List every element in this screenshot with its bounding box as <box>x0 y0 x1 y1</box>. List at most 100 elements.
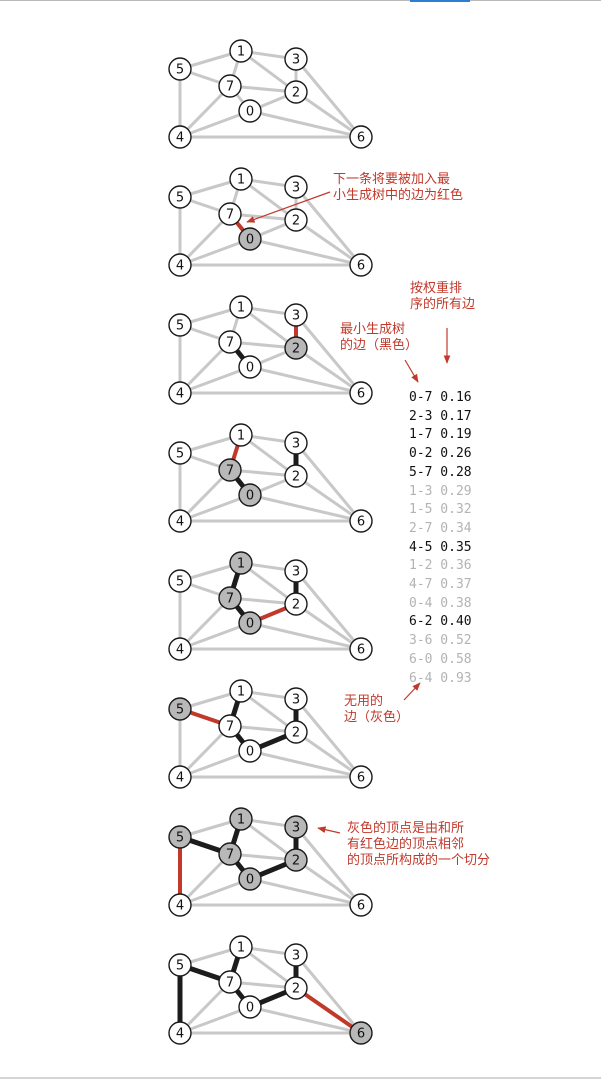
edge-4-7 <box>178 340 232 395</box>
vertex-label-2: 2 <box>292 86 300 101</box>
vertex-label-2: 2 <box>292 470 300 485</box>
edge-0-4 <box>179 621 251 651</box>
vertex-3 <box>284 559 308 583</box>
edge-4-7 <box>178 84 232 139</box>
sorted-edge-0-2: 0-2 0.26 <box>409 445 472 464</box>
edge-weight: 0.28 <box>432 464 472 480</box>
edge-weight: 0.93 <box>432 670 472 686</box>
vertex-label-1: 1 <box>237 685 245 700</box>
edge-pair: 4-7 <box>409 577 433 593</box>
vertex-label-0: 0 <box>246 105 254 120</box>
vertex-7 <box>218 202 242 226</box>
sorted-edge-6-0: 6-0 0.58 <box>409 651 472 670</box>
vertex-7 <box>218 74 242 98</box>
note-mst-edges: 最小生成树 的边（黑色） <box>340 322 418 354</box>
vertex-4 <box>168 125 192 149</box>
bottom-border <box>0 1077 601 1079</box>
vertex-5 <box>168 825 192 849</box>
note-sorted-line-2: 序的所有边 <box>410 297 476 312</box>
vertex-0 <box>238 611 262 635</box>
vertex-0 <box>238 99 262 123</box>
vertex-label-2: 2 <box>292 214 300 229</box>
sorted-edge-1-2: 1-2 0.36 <box>409 557 472 576</box>
sorted-edge-6-2: 6-2 0.40 <box>409 613 472 632</box>
edge-0-4 <box>179 1005 251 1035</box>
top-scroll-indicator <box>410 0 470 2</box>
edge-pair: 1-3 <box>409 483 433 499</box>
edge-2-6 <box>295 602 362 651</box>
sorted-edge-0-7: 0-7 0.16 <box>409 389 472 408</box>
note-cut-line-2: 有红色边的顶点相邻 <box>347 837 465 852</box>
vertex-6 <box>349 765 373 789</box>
arrow-mst-edges <box>404 359 419 383</box>
edge-weight: 0.29 <box>432 483 472 499</box>
sorted-edge-1-7: 1-7 0.19 <box>409 426 472 445</box>
edge-3-6 <box>294 570 363 650</box>
vertex-5 <box>168 313 192 337</box>
graph-steps: 0123456701234567012345670123456701234567… <box>168 39 373 1045</box>
vertex-label-3: 3 <box>292 181 300 196</box>
edge-weight: 0.38 <box>432 595 472 611</box>
arrow-cut <box>317 826 341 834</box>
edge-pair: 2-7 <box>409 520 433 536</box>
vertex-label-5: 5 <box>176 575 184 590</box>
vertex-label-5: 5 <box>176 191 184 206</box>
vertex-label-1: 1 <box>237 813 245 828</box>
vertex-label-2: 2 <box>292 342 300 357</box>
edge-weight: 0.16 <box>432 390 472 405</box>
sorted-edge-0-4: 0-4 0.38 <box>409 595 472 614</box>
edge-pair: 2-3 <box>409 408 433 424</box>
vertex-4 <box>168 381 192 405</box>
vertex-2 <box>284 336 308 360</box>
edge-6-0 <box>249 1005 362 1035</box>
vertex-label-5: 5 <box>176 703 184 718</box>
edge-pair: 1-5 <box>409 502 433 518</box>
vertex-label-2: 2 <box>292 982 300 997</box>
edge-0-4 <box>179 877 251 907</box>
vertex-1 <box>229 39 253 63</box>
edge-6-0 <box>249 749 362 779</box>
edge-2-6 <box>294 986 363 1035</box>
vertex-4 <box>168 765 192 789</box>
edge-pair: 6-4 <box>409 670 433 686</box>
note-cut-line-3: 的顶点所构成的一个切分 <box>347 853 491 868</box>
vertex-label-0: 0 <box>246 233 254 248</box>
vertex-6 <box>349 1021 373 1045</box>
edge-pair: 6-2 <box>409 614 433 630</box>
note-useless-line-1: 无用的 <box>344 694 384 709</box>
vertex-7 <box>218 714 242 738</box>
vertex-1 <box>229 167 253 191</box>
vertex-label-4: 4 <box>176 131 184 146</box>
edge-pair: 4-5 <box>409 539 433 555</box>
note-sorted-edges: 按权重排 序的所有边 <box>410 281 475 313</box>
vertex-label-5: 5 <box>176 319 184 334</box>
vertex-5 <box>168 569 192 593</box>
edge-0-4 <box>179 493 251 523</box>
vertex-7 <box>218 842 242 866</box>
sorted-edge-5-7: 5-7 0.28 <box>409 464 472 483</box>
vertex-label-4: 4 <box>176 899 184 914</box>
vertex-label-7: 7 <box>226 848 234 863</box>
vertex-1 <box>229 295 253 319</box>
vertex-7 <box>218 330 242 354</box>
vertex-label-7: 7 <box>226 336 234 351</box>
edge-4-7 <box>178 596 232 651</box>
sorted-edge-3-6: 3-6 0.52 <box>409 632 472 651</box>
edge-6-0 <box>249 365 362 395</box>
edge-pair: 1-7 <box>409 427 433 443</box>
vertex-label-1: 1 <box>237 429 245 444</box>
vertex-label-4: 4 <box>176 1027 184 1042</box>
note-next-edge: 下一条将要被加入最 小生成树中的边为红色 <box>333 172 463 204</box>
vertex-3 <box>284 431 308 455</box>
edge-2-6 <box>295 858 362 907</box>
edge-4-7 <box>178 212 232 267</box>
edge-4-7 <box>178 468 232 523</box>
vertex-6 <box>349 381 373 405</box>
vertex-label-6: 6 <box>357 643 365 658</box>
sorted-edge-2-3: 2-3 0.17 <box>409 408 472 427</box>
vertex-0 <box>238 355 262 379</box>
